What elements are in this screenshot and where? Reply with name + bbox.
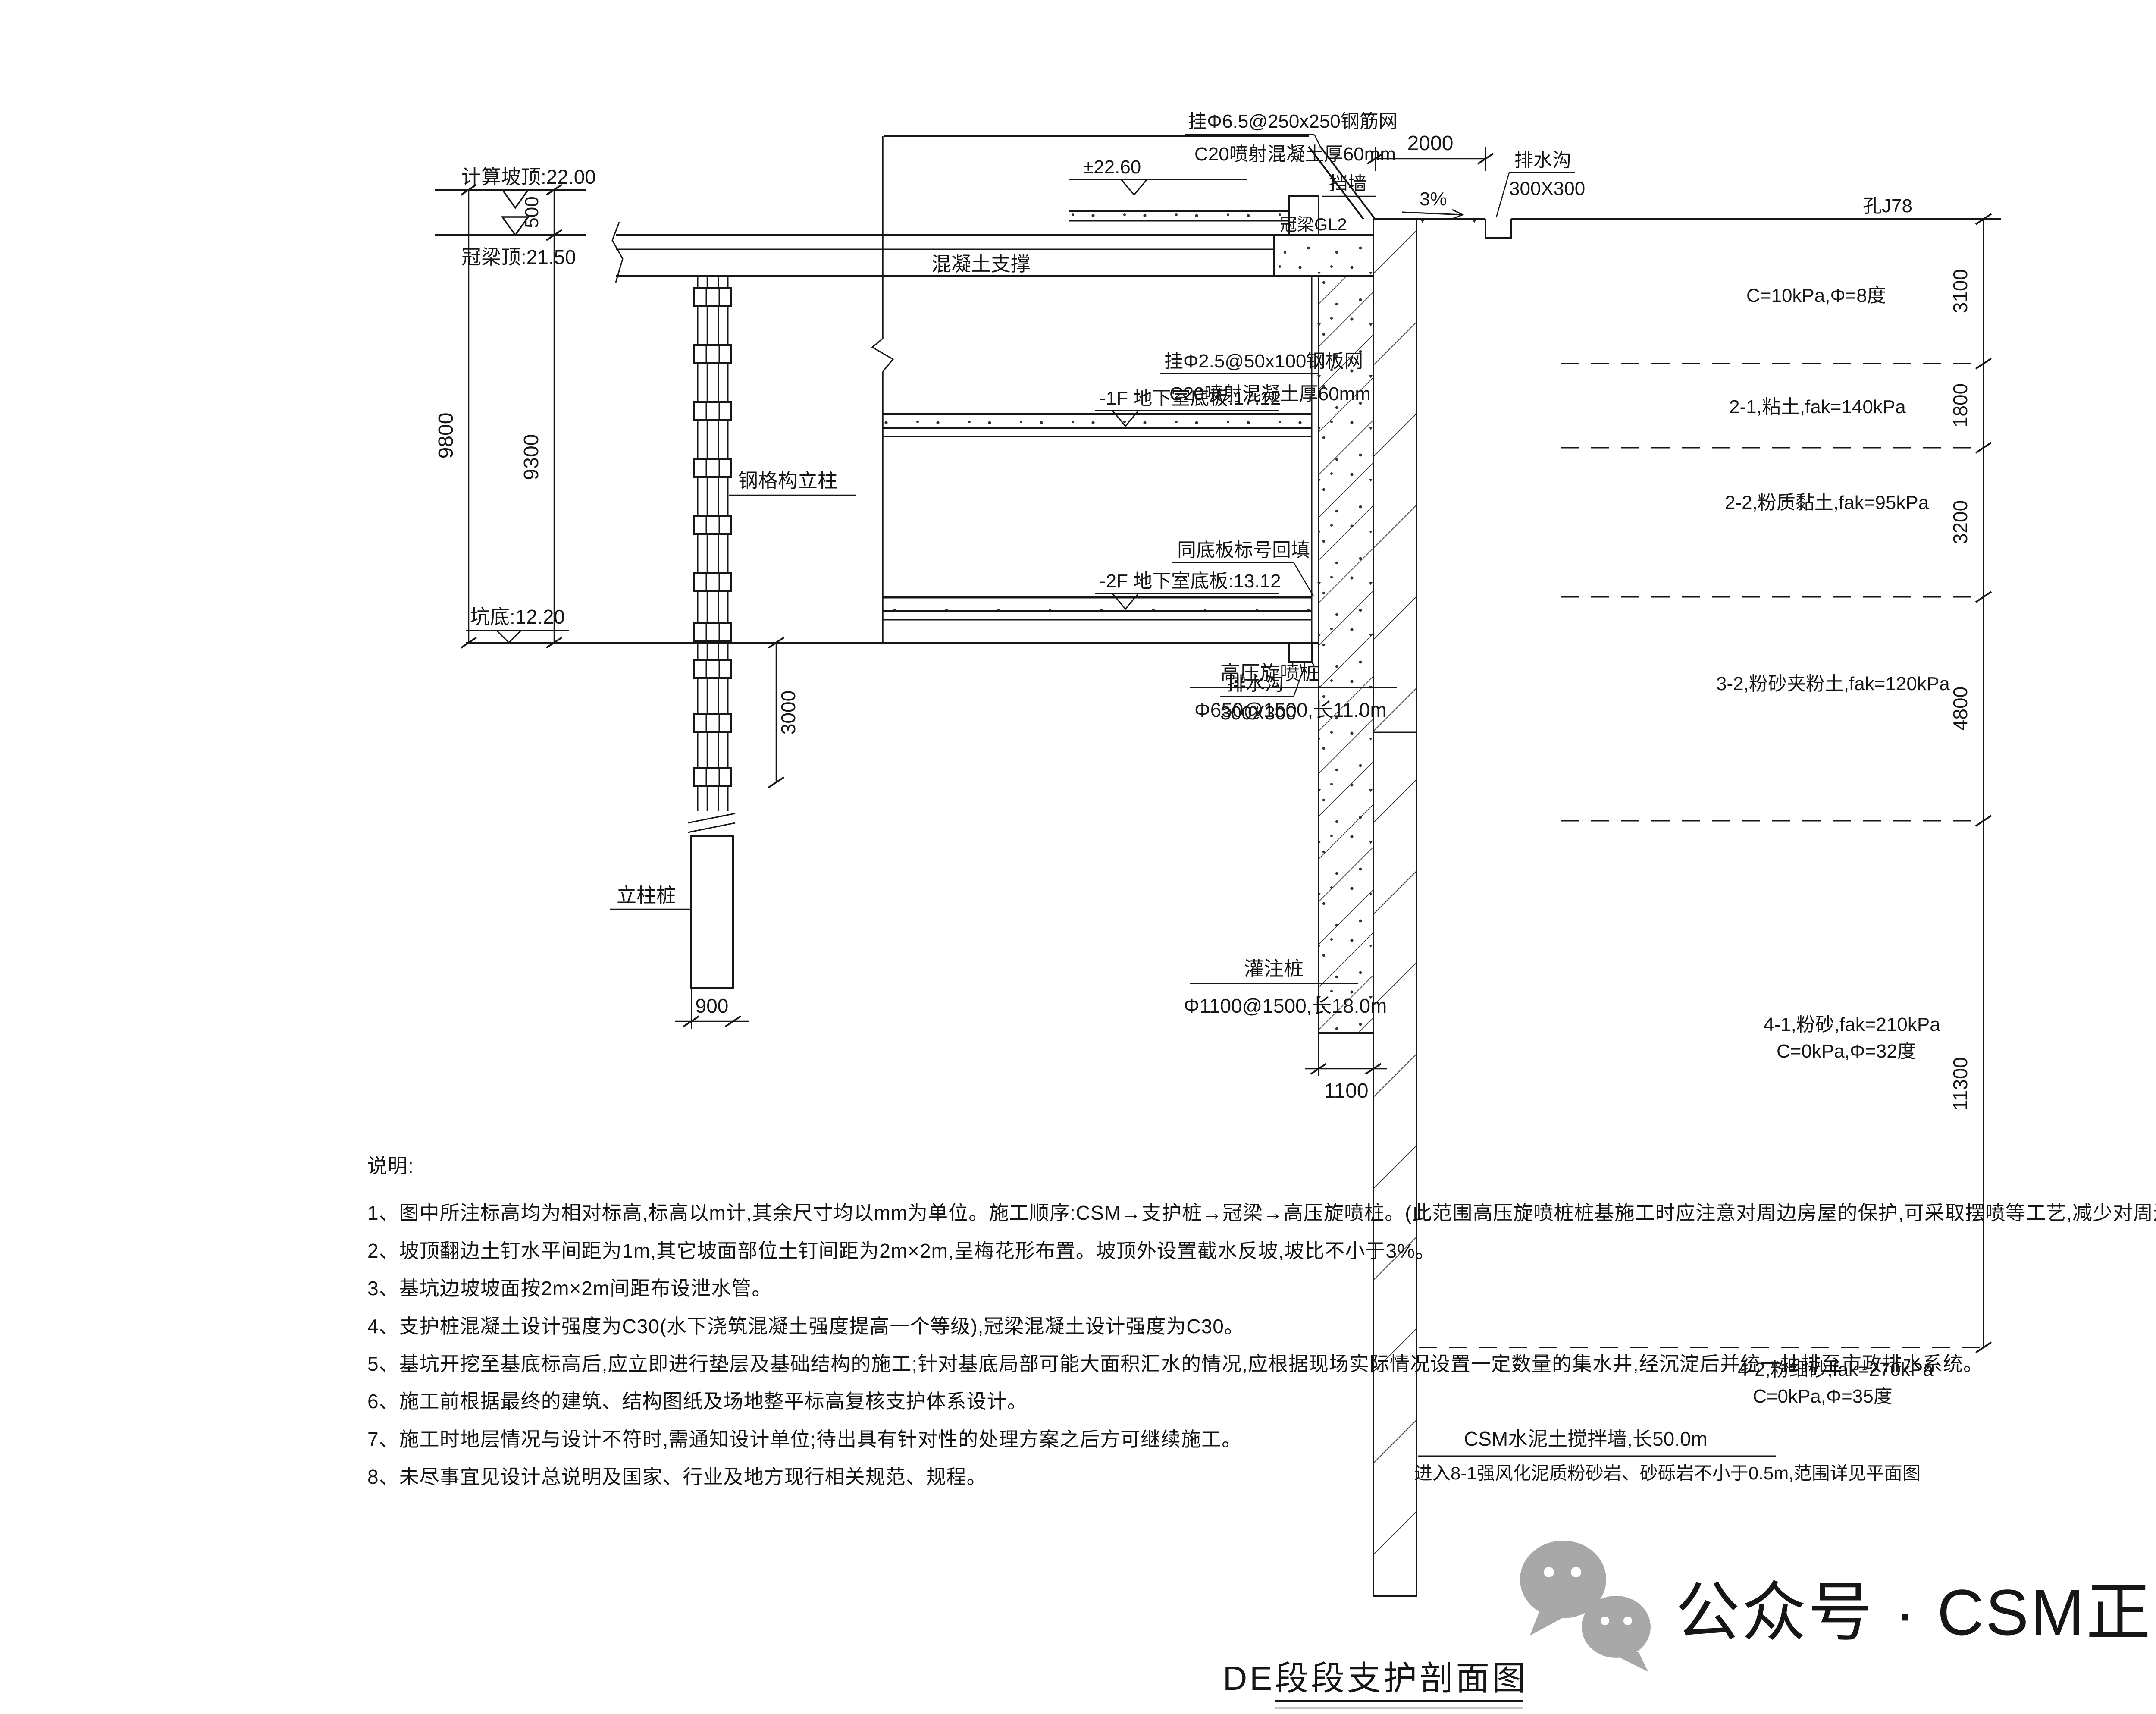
cast-pile-label-1: 灌注桩: [1244, 957, 1304, 980]
column-pile-body: [690, 835, 734, 989]
top-drain-ditch: [1485, 219, 1512, 239]
elevation-triangle-icon: [1111, 410, 1140, 427]
elevation-triangle-icon: [1119, 179, 1149, 196]
watermark: 公众号 · CSM正宇科创: [1520, 1541, 2156, 1672]
soil-layer-1-label: C=10kPa,Φ=8度: [1746, 285, 1886, 306]
pit-bottom-label: 坑底:12.20: [470, 606, 565, 628]
cast-pile-label-2: Φ1100@1500,长18.0m: [1184, 995, 1387, 1017]
dim-2000: 2000: [1407, 132, 1454, 155]
note-item-5: 5、基坑开挖至基底标高后,应立即进行垫层及基础结构的施工;针对基底局部可能大面积…: [367, 1352, 1984, 1375]
dim-3100: 3100: [1949, 269, 1971, 313]
note-item-1: 1、图中所注标高均为相对标高,标高以m计,其余尺寸均以mm为单位。施工顺序:CS…: [367, 1202, 2156, 1224]
b1-slab-label: -1F 地下室底板:17.12: [1100, 388, 1281, 409]
drain-top-label-1: 排水沟: [1514, 150, 1571, 171]
title-block: DE段段支护剖面图: [1223, 1659, 1528, 1709]
drain-top-label-2: 300X300: [1509, 178, 1585, 199]
note-item-2: 2、坡顶翻边土钉水平间距为1m,其它坡面部位土钉间距为2m×2m,呈梅花形布置。…: [367, 1239, 1435, 1262]
dim-9300: 9300: [520, 434, 543, 480]
borehole-soil-column: 孔J78 3100 1800 3200 4800 11300 C=10kPa,Φ…: [1419, 195, 1992, 1407]
lattice-column-label: 钢格构立柱: [738, 469, 837, 492]
lattice-column: 钢格构立柱 立柱桩 900 3000: [610, 276, 856, 1029]
notes-block: 说明: 1、图中所注标高均为相对标高,标高以m计,其余尺寸均以mm为单位。施工顺…: [367, 1147, 2156, 1496]
elevation-triangle-icon: [1111, 593, 1140, 610]
note-item-8: 8、未尽事宜见设计总说明及国家、行业及地方现行相关规范、规程。: [367, 1466, 987, 1488]
jet-pile-label-2: Φ650@1500,长11.0m: [1194, 699, 1387, 721]
dim-9800: 9800: [435, 413, 458, 459]
soil-layer-3-2-label: 3-2,粉砂夹粉土,fak=120kPa: [1716, 673, 1950, 694]
note-item-4: 4、支护桩混凝土设计强度为C30(水下浇筑混凝土强度提高一个等级),冠梁混凝土设…: [367, 1315, 1244, 1337]
note-item-7: 7、施工时地层情况与设计不符时,需通知设计单位;待出具有针对性的处理方案之后方可…: [367, 1428, 1242, 1450]
backfill-label: 同底板标号回填: [1177, 540, 1310, 561]
csm-label-1: CSM水泥土搅拌墙,长50.0m: [1464, 1428, 1708, 1450]
soil-layer-2-1-label: 2-1,粘土,fak=140kPa: [1729, 396, 1906, 418]
elevation-triangle-icon: [501, 189, 530, 210]
drain-bottom-label-2: 300X300: [1220, 703, 1296, 724]
csm-label-2: 进入8-1强风化泥质粉砂岩、砂砾岩不小于0.5m,范围详见平面图: [1414, 1463, 1921, 1483]
slope-percent-label: 3%: [1420, 188, 1447, 210]
jet-pile-label-1: 高压旋喷桩: [1220, 662, 1319, 684]
mesh-top-label-2: C20喷射混凝土厚60mm: [1194, 144, 1396, 165]
dim-1100: 1100: [1324, 1080, 1368, 1102]
lattice-batten-plates: [693, 287, 732, 787]
elevation-triangle-icon: [501, 216, 530, 237]
dim-1800: 1800: [1949, 383, 1971, 427]
soil-layer-2-2-label: 2-2,粉质黏土,fak=95kPa: [1725, 492, 1929, 513]
dim-3200: 3200: [1949, 500, 1971, 544]
wechat-icon: [1520, 1541, 1651, 1672]
left-elevation-markers: 计算坡顶:22.00 冠梁顶:21.50: [435, 166, 596, 268]
dim-3000: 3000: [777, 691, 799, 735]
pit-bottom: 坑底:12.20 排水沟 300X300: [466, 606, 1319, 724]
calc-slope-top-label: 计算坡顶:22.00: [461, 166, 596, 188]
mesh-top-label-1: 挂Φ6.5@250x250钢筋网: [1188, 111, 1398, 132]
concrete-strut-label: 混凝土支撑: [931, 253, 1031, 275]
ground-right-elevation: ±22.60: [1083, 157, 1141, 178]
note-item-3: 3、基坑边坡坡面按2m×2m间距布设泄水管。: [367, 1277, 772, 1300]
notes-heading: 说明:: [367, 1155, 414, 1177]
crown-beam-top-label: 冠梁顶:21.50: [461, 246, 576, 268]
csm-wall: [1373, 218, 1417, 1597]
support-wall: 冠梁GL2 挡墙: [1273, 173, 1417, 1597]
arrow-right-icon: [1451, 209, 1464, 220]
soil-layer-4-1-label: 4-1,粉砂,fak=210kPa: [1764, 1014, 1940, 1035]
concrete-strut: 混凝土支撑: [611, 222, 1275, 283]
soil-layer-4-2-props: C=0kPa,Φ=35度: [1753, 1386, 1893, 1407]
soil-layer-4-2-label: 4-2,粉细砂,fak=270kPa: [1738, 1359, 1934, 1380]
deep-pile-callouts: 高压旋喷桩 Φ650@1500,长11.0m 灌注桩 Φ1100@1500,长1…: [1184, 662, 1397, 1102]
pit-drain-ditch: [1288, 643, 1313, 663]
soil-layer-labels: C=10kPa,Φ=8度 2-1,粘土,fak=140kPa 2-2,粉质黏土,…: [1716, 285, 1950, 1407]
dim-900: 900: [696, 995, 729, 1017]
dim-11300: 11300: [1949, 1057, 1971, 1111]
drawing-title: DE段段支护剖面图: [1223, 1659, 1528, 1697]
dim-500: 500: [521, 196, 542, 228]
soil-layer-4-1-props: C=0kPa,Φ=32度: [1777, 1041, 1916, 1062]
column-pile-label: 立柱桩: [617, 884, 676, 907]
dim-4800: 4800: [1949, 687, 1971, 731]
csm-annotation: CSM水泥土搅拌墙,长50.0m 进入8-1强风化泥质粉砂岩、砂砾岩不小于0.5…: [1414, 1428, 1921, 1483]
borehole-label: 孔J78: [1863, 195, 1912, 217]
b2-slab-label: -2F 地下室底板:13.12: [1100, 571, 1281, 592]
drain-bottom-label-1: 排水沟: [1227, 673, 1284, 694]
note-item-6: 6、施工前根据最终的建筑、结构图纸及场地整平标高复核支护体系设计。: [367, 1390, 1028, 1413]
soil-layer-boundaries: [1419, 363, 1980, 1348]
elevation-triangle-icon: [495, 630, 523, 644]
watermark-label: 公众号 · CSM正宇科创: [1675, 1576, 2156, 1648]
crown-beam-label: 冠梁GL2: [1280, 215, 1347, 234]
top-slope: ±22.60 挂Φ6.5@250x250钢筋网 C20喷射混凝土厚60mm 20…: [1069, 111, 2001, 239]
